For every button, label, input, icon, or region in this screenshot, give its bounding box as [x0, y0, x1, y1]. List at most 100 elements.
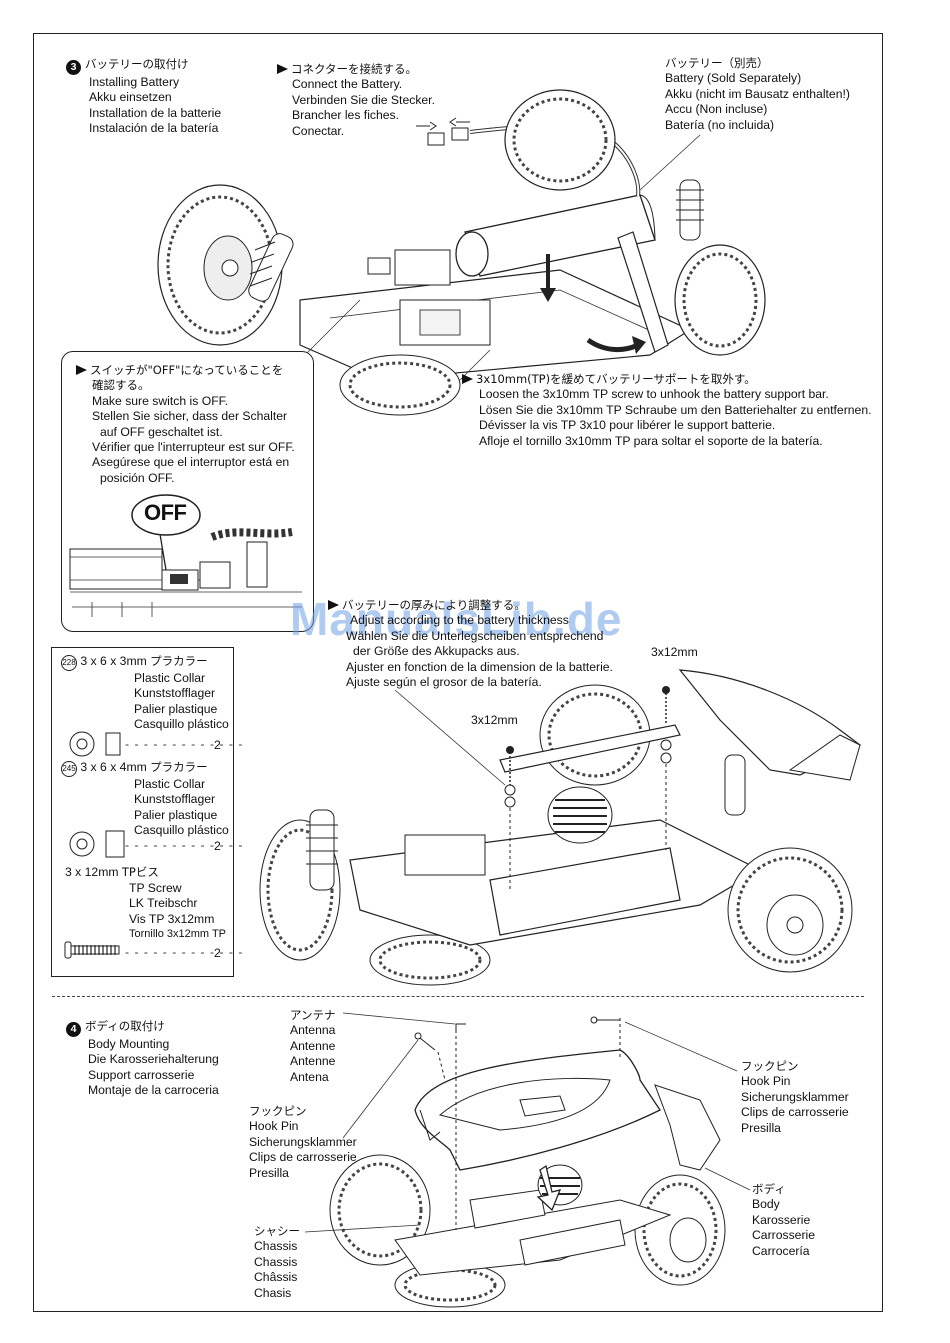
part-number-badge: 245 — [61, 761, 77, 777]
hook-pin-right-de: Sicherungsklammer — [741, 1089, 849, 1104]
part-name-en: Plastic Collar — [134, 671, 206, 685]
connector-es: Conectar. — [292, 123, 345, 138]
step4-number: 4 — [66, 1022, 81, 1037]
chassis-en: Chassis — [254, 1239, 298, 1254]
part-size: 3 x 12mm — [65, 865, 119, 879]
body-de: Karosserie — [752, 1212, 811, 1227]
battery-en: Battery (Sold Separately) — [665, 71, 802, 86]
part-size: 3 x 6 x 4mm — [80, 760, 147, 774]
switch-es-2: posición OFF. — [100, 470, 175, 485]
adjust-de-1: Wählen Sie die Unterlegscheiben entsprec… — [346, 628, 604, 643]
antenna-en: Antenna — [290, 1023, 336, 1038]
step4-title-fr: Support carrosserie — [88, 1067, 195, 1082]
watermark: ManualsLib.de — [290, 593, 623, 645]
hook-pin-left-label: フックピン Hook Pin Sicherungsklammer Clips d… — [249, 1104, 357, 1181]
off-label: OFF — [144, 500, 187, 525]
part-qty: 2 — [214, 946, 221, 960]
part-name-de: Kunststofflager — [134, 686, 216, 701]
hook-pin-left-en: Hook Pin — [249, 1119, 299, 1134]
antenna-es: Antena — [290, 1069, 329, 1084]
step3-number: 3 — [66, 60, 81, 75]
body-en: Body — [752, 1197, 780, 1212]
part-name-en: Plastic Collar — [134, 777, 206, 791]
body-es: Carrocería — [752, 1243, 810, 1258]
part-jp: プラカラー — [150, 654, 208, 668]
adjust-note: バッテリーの厚みにより調整する。 Adjust according to the… — [328, 598, 613, 690]
chassis-jp: シャシー — [254, 1224, 300, 1238]
collar-icon — [69, 830, 125, 858]
chassis-label: シャシー Chassis Chassis Châssis Chasis — [254, 1224, 300, 1301]
collar-icon — [69, 731, 121, 757]
step3-title-de: Akku einsetzen — [89, 90, 172, 105]
antenna-fr: Antenne — [290, 1054, 336, 1069]
part-name-es: Casquillo plástico — [134, 823, 229, 838]
pointer-arrow-icon — [462, 374, 473, 384]
step3-title-en: Installing Battery — [89, 75, 180, 89]
step3-title-jp: バッテリーの取付け — [85, 57, 189, 71]
adjust-de-2: der Größe des Akkupacks aus. — [353, 644, 520, 659]
body-fr: Carrosserie — [752, 1228, 815, 1243]
part-jp: TPビス — [121, 865, 159, 879]
part-size: 3 x 6 x 3mm — [80, 654, 147, 668]
antenna-de: Antenne — [290, 1038, 336, 1053]
body-label: ボディ Body Karosserie Carrosserie Carrocer… — [752, 1182, 815, 1259]
hook-pin-right-es: Presilla — [741, 1120, 781, 1135]
connector-note: コネクターを接続する。 Connect the Battery. Verbind… — [277, 62, 435, 139]
hook-pin-right-en: Hook Pin — [741, 1074, 791, 1089]
chassis-es: Chasis — [254, 1285, 292, 1300]
body-jp: ボディ — [752, 1182, 786, 1196]
loosen-fr: Dévisser la vis TP 3x10 pour libérer le … — [479, 418, 776, 433]
part-name-de: Kunststofflager — [134, 792, 216, 807]
loosen-es: Afloje el tornillo 3x10mm TP para soltar… — [479, 433, 823, 448]
battery-de: Akku (nicht im Bausatz enthalten!) — [665, 86, 850, 101]
step3-title-fr: Installation de la batterie — [89, 105, 222, 120]
part-qty: 2 — [214, 839, 221, 853]
connector-fr: Brancher les fiches. — [292, 108, 400, 123]
part-jp: プラカラー — [150, 760, 208, 774]
hook-pin-right-jp: フックピン — [741, 1059, 799, 1073]
adjust-fr: Ajuster en fonction de la dimension de l… — [346, 659, 613, 674]
switch-de-2: auf OFF geschaltet ist. — [100, 424, 223, 439]
step4-title-es: Montaje de la carroceria — [88, 1083, 219, 1098]
switch-note: スイッチが"OFF"になっていることを 確認する。 Make sure swit… — [76, 363, 295, 486]
part-name-fr: Palier plastique — [134, 807, 218, 822]
hook-pin-right-fr: Clips de carrosserie — [741, 1105, 849, 1120]
part-qty: 2 — [214, 738, 221, 752]
battery-jp: バッテリー（別売） — [665, 56, 769, 70]
hook-pin-left-jp: フックピン — [249, 1104, 307, 1118]
switch-de-1: Stellen Sie sicher, dass der Schalter — [92, 409, 288, 424]
parts-list: 228 3 x 6 x 3mm プラカラー Plastic Collar Kun… — [51, 647, 242, 977]
part-name-fr: Vis TP 3x12mm — [129, 911, 215, 926]
battery-fr: Accu (Non incluse) — [665, 102, 768, 117]
pointer-arrow-icon — [277, 64, 288, 74]
step4-title-en: Body Mounting — [88, 1037, 170, 1051]
loosen-jp: 3x10mm(TP)を緩めてバッテリーサポートを取外す。 — [476, 372, 756, 386]
part-name-fr: Palier plastique — [134, 701, 218, 716]
part-name-es: Casquillo plástico — [134, 717, 229, 732]
page-frame — [33, 33, 883, 1312]
screw-label-right: 3x12mm — [651, 645, 698, 659]
hook-pin-left-de: Sicherungsklammer — [249, 1134, 357, 1149]
connector-jp: コネクターを接続する。 — [291, 62, 418, 76]
step3-title-es: Instalación de la batería — [89, 121, 219, 136]
switch-es-1: Asegúrese que el interruptor está en — [92, 455, 290, 470]
part-name-en: TP Screw — [129, 881, 182, 895]
switch-callout: スイッチが"OFF"になっていることを 確認する。 Make sure swit… — [61, 351, 314, 632]
loosen-en: Loosen the 3x10mm TP screw to unhook the… — [479, 387, 829, 402]
battery-note: バッテリー（別売） Battery (Sold Separately) Akku… — [665, 56, 850, 133]
adjust-en: Adjust according to the battery thicknes… — [350, 613, 569, 628]
loosen-de: Lösen Sie die 3x10mm TP Schraube um den … — [479, 402, 872, 417]
pointer-arrow-icon — [76, 365, 87, 375]
adjust-jp: バッテリーの厚みにより調整する。 — [342, 598, 526, 612]
battery-es: Batería (no incluida) — [665, 117, 775, 132]
hook-pin-left-es: Presilla — [249, 1165, 289, 1180]
antenna-label: アンテナ Antenna Antenne Antenne Antena — [290, 1008, 336, 1085]
section-divider — [52, 996, 864, 997]
pointer-arrow-icon — [328, 600, 339, 610]
loosen-note: 3x10mm(TP)を緩めてバッテリーサポートを取外す。 Loosen the … — [462, 372, 872, 449]
chassis-fr: Châssis — [254, 1270, 298, 1285]
